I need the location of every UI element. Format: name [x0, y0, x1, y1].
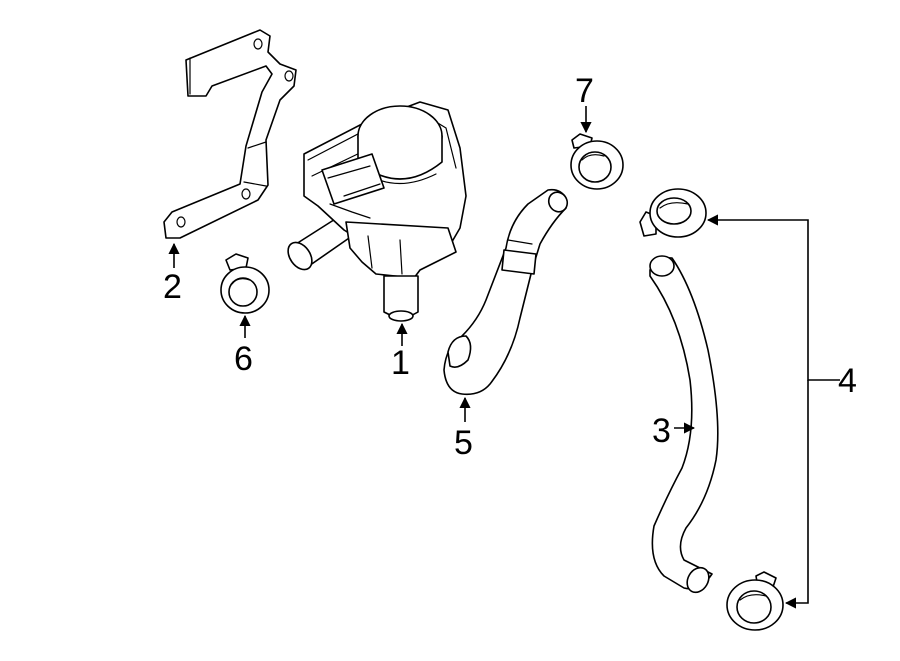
water-pump-part-1[interactable]	[283, 101, 467, 322]
clamp-part-4-upper[interactable]	[639, 188, 707, 238]
leader-lines	[168, 106, 840, 609]
leader-4b	[784, 380, 809, 609]
callout-6: 6	[234, 340, 253, 378]
clamp-part-6[interactable]	[220, 253, 270, 314]
callout-3: 3	[652, 412, 671, 450]
leader-4	[706, 214, 840, 381]
hose-part-3[interactable]	[649, 255, 719, 596]
callout-4: 4	[838, 362, 857, 400]
callout-numbers: 1 2 3 4 5 6 7	[163, 72, 857, 462]
clamp-part-4-lower[interactable]	[726, 571, 784, 631]
hose-part-5[interactable]	[443, 188, 571, 396]
clamp-part-7[interactable]	[570, 133, 624, 190]
callout-7: 7	[575, 72, 594, 110]
callout-2: 2	[163, 268, 182, 306]
bracket-part-2[interactable]	[163, 29, 297, 239]
callout-1: 1	[391, 344, 410, 382]
callout-5: 5	[454, 424, 473, 462]
